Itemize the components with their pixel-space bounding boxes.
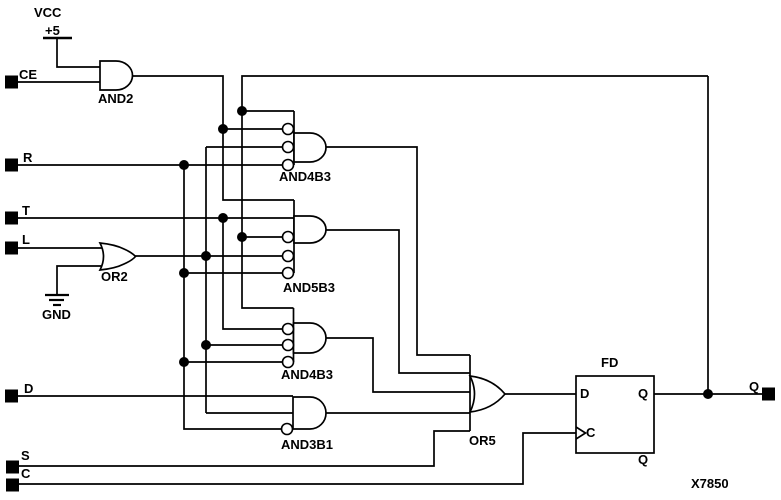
wire-r-vert [183,165,281,430]
gate-or5[interactable] [468,355,507,431]
invert-bubble [281,338,295,352]
junction-dot [237,106,247,116]
pad-s[interactable] [6,460,19,474]
invert-bubble [281,249,295,263]
input-label-ce: CE [19,67,38,82]
invert-bubble [280,422,294,436]
ff-pin-label-q-bottom: Q [638,452,649,467]
invert-bubble [281,122,295,136]
io-pads [5,75,775,492]
junction-dot [237,232,247,242]
invert-bubble [281,266,295,280]
gate-label-and4b3-top: AND4B3 [279,169,332,184]
pad-d[interactable] [5,389,18,403]
gate-and2[interactable] [99,60,134,91]
invert-bubble [281,140,295,154]
junction-dot [179,160,189,170]
pad-ce[interactable] [5,75,18,89]
gate-and5b3[interactable] [281,200,327,280]
invert-bubble [281,158,295,172]
wire-feedback-top [241,75,708,309]
invert-bubble [281,322,295,336]
gate-or2[interactable] [98,241,137,272]
gate-and3b1[interactable] [280,396,327,436]
output-label-q: Q [749,379,760,394]
input-label-r: R [23,150,33,165]
pad-r[interactable] [5,158,18,172]
junction-dot [218,124,228,134]
input-label-l: L [22,232,30,247]
wire-and2-out [133,75,294,201]
gate-and4b3-mid[interactable] [281,308,327,369]
wire-t-vert [222,218,283,330]
junction-dot [179,357,189,367]
ff-pin-label-d: D [580,386,590,401]
wire-vcc-stem [56,38,100,68]
gate-label-and4b3-mid: AND4B3 [281,367,334,382]
pad-q[interactable] [762,387,775,401]
junction-dot [218,213,228,223]
gate-label-and2: AND2 [98,91,134,106]
wire-and4b3-top-out [326,146,470,356]
ff-pin-label-c: C [586,425,596,440]
junction-dots [179,106,713,399]
wire-s [19,430,470,467]
input-label-c: C [21,466,31,481]
pad-t[interactable] [5,211,18,225]
pad-c[interactable] [6,478,19,492]
input-label-s: S [21,448,30,463]
ff-pin-label-q: Q [638,386,649,401]
flipflop-fd[interactable] [575,375,655,454]
ff-symbol-label: FD [601,355,619,370]
wire-c [19,432,576,485]
invert-bubble [281,230,295,244]
invert-bubble [281,355,295,369]
input-label-d: D [24,381,34,396]
gate-label-or2: OR2 [101,269,128,284]
pad-l[interactable] [5,241,18,255]
wire-and4b3-mid-out [326,337,470,393]
junction-dot [703,389,713,399]
gate-and4b3-top[interactable] [281,111,327,172]
part-number-label: X7850 [691,476,729,491]
wire-and5b3-out [326,229,470,374]
junction-dot [201,340,211,350]
vcc-value-label: +5 [45,23,60,38]
wire-gnd-stem [56,265,101,295]
gate-label-and3b1: AND3B1 [281,437,334,452]
clock-triangle-icon [575,426,588,440]
vcc-label: VCC [34,5,62,20]
gnd-label: GND [42,307,71,322]
input-label-t: T [22,203,30,218]
wires [18,36,763,485]
gate-label-or5: OR5 [469,433,496,448]
gate-label-and5b3: AND5B3 [283,280,336,295]
junction-dot [179,268,189,278]
junction-dot [201,251,211,261]
